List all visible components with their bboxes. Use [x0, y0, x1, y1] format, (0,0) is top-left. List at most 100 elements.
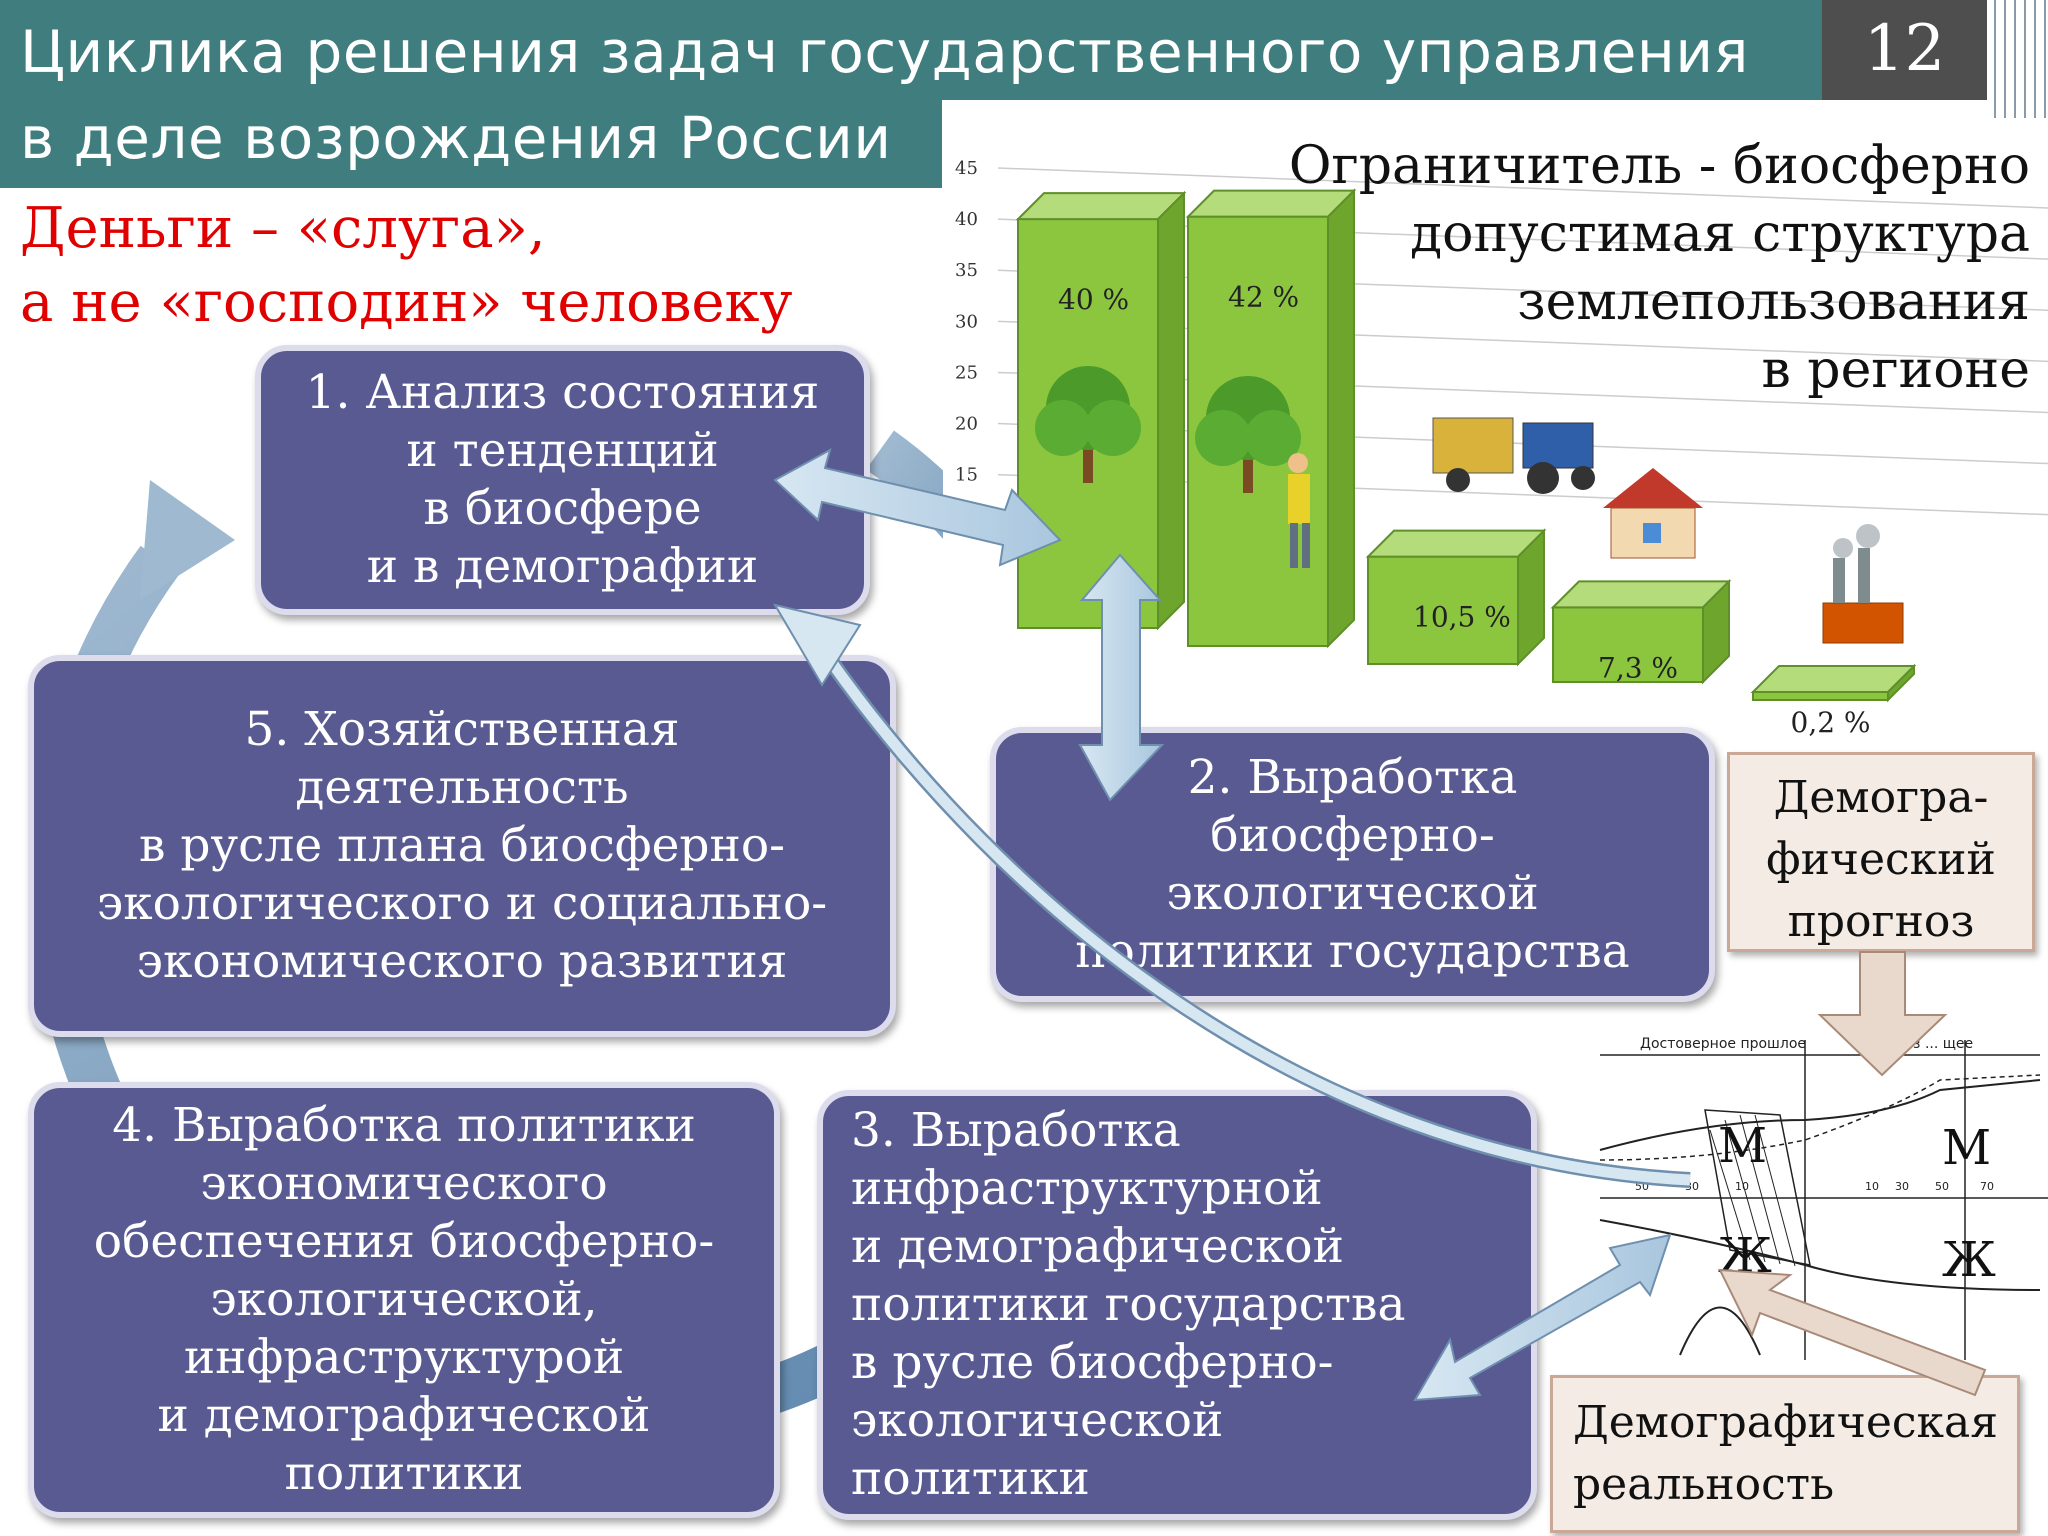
subtitle-line-1: Деньги – «слуга», [20, 196, 546, 261]
hiker-icon [1288, 453, 1310, 568]
gridline [997, 167, 2048, 209]
tree-icon [1195, 376, 1301, 493]
y-tick-label: 30 [955, 311, 978, 332]
female-label: Ж [1942, 1232, 1996, 1288]
step-text-line: экономического развития [136, 934, 788, 989]
forecast-label-line: прогноз [1787, 896, 1975, 947]
demo-axis-tick: 10 [1735, 1180, 1749, 1193]
step-5-text: 5. Хозяйственная деятельность в русле пл… [34, 701, 890, 991]
step-5-box: 5. Хозяйственная деятельность в русле пл… [28, 655, 896, 1037]
farm-machinery-icon [1432, 417, 1595, 494]
bar-side [1327, 188, 1355, 649]
corner-decoration-icon [1994, 0, 2046, 140]
data-label: 40 % [1058, 283, 1129, 316]
step-2-box: 2. Выработка биосферно- экологической по… [990, 727, 1715, 1002]
bar-top [1015, 192, 1187, 221]
step-text-line: экологической [1166, 865, 1539, 921]
step-text-line: и демографической [851, 1219, 1344, 1274]
step-text-line: политики государства [1075, 923, 1630, 979]
demographic-reality-box: Демографическая реальность [1550, 1375, 2020, 1533]
step-text-line: экологической, [210, 1272, 598, 1327]
forecast-label-line: фический [1766, 834, 1996, 885]
demo-axis-tick: 10 [1865, 1180, 1879, 1193]
step-text-line: экологической [851, 1393, 1224, 1448]
demo-axis-tick: 70 [1980, 1180, 1994, 1193]
title-bar [0, 0, 1822, 100]
step-text-line: политики [284, 1446, 524, 1501]
male-label: М [1942, 1120, 1992, 1176]
factory-icon [1822, 524, 1904, 644]
y-tick-label: 35 [955, 260, 978, 281]
step-text-line: деятельность [295, 760, 629, 815]
bar-side [1157, 190, 1185, 631]
demo-axis-tick: 50 [1935, 1180, 1949, 1193]
male-label: М [1718, 1118, 1768, 1174]
step-text-line: политики [851, 1451, 1090, 1506]
step-4-text: 4. Выработка политики экономического обе… [34, 1097, 774, 1503]
demographic-forecast-box: Демогра- фический прогноз [1727, 752, 2035, 952]
bar [1367, 555, 1519, 665]
step-1-box: 1. Анализ состояния и тенденций в биосфе… [255, 345, 870, 615]
step-text-line: в биосфере [423, 481, 702, 536]
step-text-line: 3. Выработка [851, 1103, 1181, 1158]
reality-label-line: Демографическая [1573, 1397, 1999, 1448]
bar-side [1887, 663, 1915, 703]
slide-title-line-1: Циклика решения задач государственного у… [20, 18, 1749, 86]
bar-top [1365, 529, 1547, 558]
cycle-arrowhead-icon [140, 480, 235, 600]
chart-caption-line: землепользования [1517, 272, 2030, 332]
step-text-line: в русле плана биосферно- [139, 818, 785, 873]
step-text-line: и тенденций [406, 423, 719, 478]
step-text-line: 5. Хозяйственная [244, 702, 680, 757]
step-text-line: и в демографии [366, 539, 759, 594]
data-label: 42 % [1228, 281, 1299, 314]
chart-caption-line: допустимая структура [1410, 204, 2030, 264]
bar-side [1517, 528, 1545, 667]
chart-caption: Ограничитель - биосферно допустимая стру… [1210, 132, 2030, 404]
step-3-box: 3. Выработка инфраструктурной и демограф… [817, 1090, 1537, 1520]
female-label: Ж [1718, 1228, 1772, 1284]
data-label: 7,3 % [1598, 651, 1678, 684]
slide-title-line-2: в деле возрождения России [20, 104, 892, 172]
step-text-line: обеспечения биосферно- [93, 1214, 715, 1269]
step-text-line: 4. Выработка политики [112, 1098, 696, 1153]
slide-number-box [1822, 0, 1987, 100]
demo-header-right: Прогноз ... щее [1860, 1036, 1973, 1052]
subtitle-line-2: а не «господин» человеку [20, 270, 793, 335]
chart-caption-line: Ограничитель - биосферно [1288, 136, 2030, 196]
step-text-line: 2. Выработка [1187, 749, 1518, 805]
bar-top [1550, 580, 1732, 609]
y-tick-label: 40 [955, 209, 978, 230]
demo-header-left: Достоверное прошлое [1640, 1036, 1806, 1052]
house-icon [1603, 468, 1703, 559]
bar-top [1750, 665, 1917, 693]
forecast-label-line: Демогра- [1773, 772, 1989, 823]
step-4-box: 4. Выработка политики экономического обе… [28, 1082, 780, 1518]
chart-caption-line: в регионе [1761, 340, 2030, 400]
title-bar-extension [0, 100, 942, 188]
demo-axis-tick: 30 [1685, 1180, 1699, 1193]
y-tick-label: 45 [955, 158, 978, 179]
demo-axis-tick: 30 [1895, 1180, 1909, 1193]
step-text-line: инфраструктурой [183, 1330, 625, 1385]
step-text-line: экологического и социально- [96, 876, 828, 931]
step-1-text: 1. Анализ состояния и тенденций в биосфе… [261, 364, 864, 596]
data-label: 10,5 % [1413, 601, 1511, 634]
slide-number: 12 [1863, 12, 1946, 86]
step-text-line: экономического [200, 1156, 608, 1211]
step-3-text: 3. Выработка инфраструктурной и демограф… [823, 1102, 1531, 1508]
reality-label-line: реальность [1573, 1459, 1835, 1510]
step-text-line: в русле биосферно- [851, 1335, 1334, 1390]
y-tick-label: 15 [955, 465, 978, 486]
demo-axis-tick: 50 [1635, 1180, 1649, 1193]
step-text-line: инфраструктурной [851, 1161, 1323, 1216]
step-text-line: политики государства [851, 1277, 1406, 1332]
bar [1752, 691, 1889, 701]
step-text-line: и демографической [157, 1388, 651, 1443]
data-label: 0,2 % [1791, 706, 1871, 739]
step-text-line: биосферно- [1210, 807, 1495, 863]
step-text-line: 1. Анализ состояния [305, 365, 820, 420]
step-2-text: 2. Выработка биосферно- экологической по… [996, 749, 1709, 981]
tree-icon [1035, 366, 1141, 483]
